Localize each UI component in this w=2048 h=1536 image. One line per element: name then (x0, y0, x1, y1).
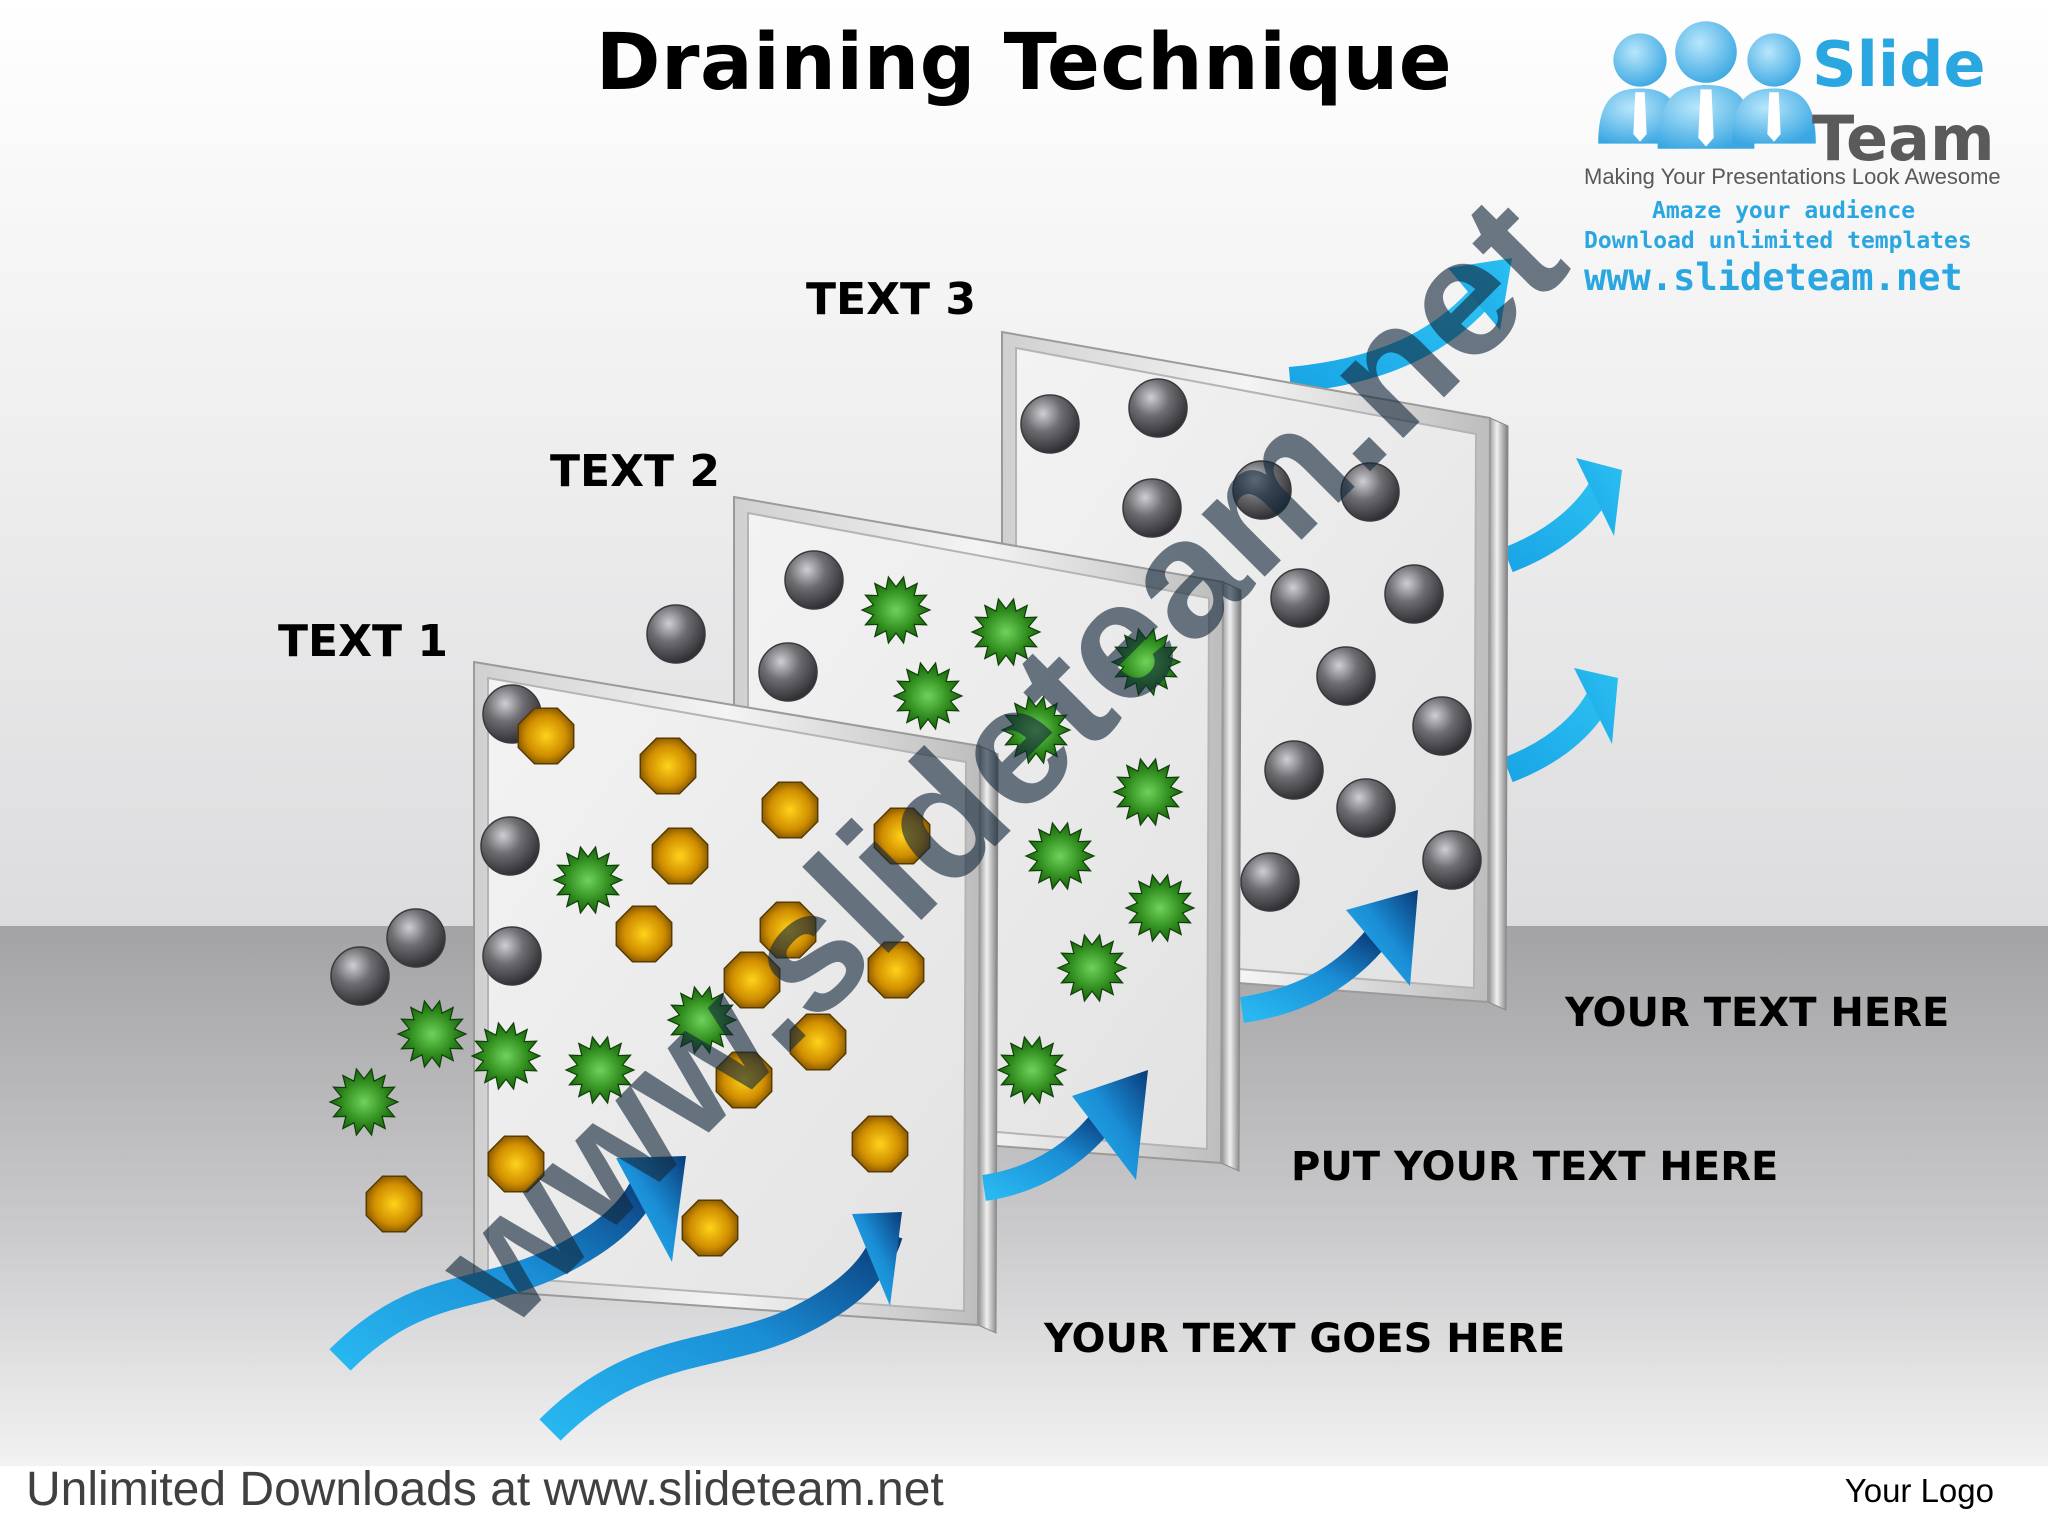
gold-octagon-particle (789, 1013, 847, 1071)
gray-ball-particle (1240, 852, 1300, 912)
gold-octagon-particle (681, 1199, 739, 1257)
logo-person-icon (1657, 21, 1755, 149)
gold-octagon-particle (487, 1135, 545, 1193)
page-title: Draining Technique (595, 18, 1453, 108)
gray-ball-particle (1128, 378, 1188, 438)
arrows-back (1288, 258, 1622, 783)
stage-label-1: TEXT 1 (278, 616, 448, 667)
caption-1: YOUR TEXT HERE (1565, 990, 1950, 1036)
green-star-particle (996, 1035, 1068, 1105)
gray-ball-particle (1270, 568, 1330, 628)
green-star-particle (970, 597, 1042, 667)
gray-ball-particle (1232, 460, 1292, 520)
gold-octagon-particle (651, 827, 709, 885)
gold-octagon-particle (639, 737, 697, 795)
gold-octagon-particle (759, 901, 817, 959)
green-star-particle (1056, 933, 1128, 1003)
flow-arrow-icon (329, 1156, 686, 1371)
gray-ball-particle (1336, 778, 1396, 838)
flow-arrow-icon (539, 1212, 903, 1441)
gray-ball-particle (482, 926, 542, 986)
gray-ball-particle (386, 908, 446, 968)
green-star-particle (1024, 821, 1096, 891)
green-star-particle (860, 575, 932, 645)
stage-label-3: TEXT 3 (806, 274, 976, 325)
caption-3: YOUR TEXT GOES HERE (1044, 1316, 1566, 1362)
gray-ball-particle (1384, 564, 1444, 624)
green-star-particle (892, 661, 964, 731)
green-star-particle (470, 1021, 542, 1091)
gold-octagon-particle (615, 905, 673, 963)
logo-person-icon (1732, 33, 1816, 144)
gray-ball-particle (1122, 478, 1182, 538)
green-star-particle (666, 985, 738, 1055)
gold-octagon-particle (723, 951, 781, 1009)
gold-octagon-particle (517, 707, 575, 765)
green-star-particle (1000, 695, 1072, 765)
green-star-particle (1110, 627, 1182, 697)
gray-ball-particle (330, 946, 390, 1006)
slideteam-people-logo-icon (1598, 21, 1816, 149)
green-star-particle (396, 999, 468, 1069)
gray-ball-particle (646, 604, 706, 664)
gold-octagon-particle (873, 807, 931, 865)
logo-promo-1: Amaze your audience (1652, 198, 1916, 224)
flow-arrow-icon (1503, 668, 1618, 783)
green-star-particle (564, 1035, 636, 1105)
flow-arrow-icon (1239, 890, 1418, 1023)
footer-logo-placeholder: Your Logo (1844, 1472, 1994, 1509)
gray-ball-particle (758, 642, 818, 702)
green-star-particle (552, 845, 624, 915)
gray-ball-particle (1422, 830, 1482, 890)
gold-octagon-particle (365, 1175, 423, 1233)
logo-name-slide: Slide (1812, 28, 1986, 101)
logo-promo-3: www.slideteam.net (1584, 256, 1963, 299)
logo-tagline: Making Your Presentations Look Awesome (1584, 164, 2001, 189)
filter-panel-1 (470, 660, 999, 1334)
logo-name-team: Team (1812, 102, 1995, 175)
flow-arrow-icon (981, 1070, 1148, 1201)
gold-octagon-particle (761, 781, 819, 839)
stage-label-2: TEXT 2 (550, 446, 720, 497)
green-star-particle (1124, 873, 1196, 943)
gray-ball-particle (1412, 696, 1472, 756)
green-star-particle (328, 1067, 400, 1137)
gray-ball-particle (1264, 740, 1324, 800)
arrows-front (329, 890, 1418, 1441)
particles-free (328, 604, 706, 1233)
gray-ball-particle (1340, 462, 1400, 522)
footer-downloads-link[interactable]: Unlimited Downloads at www.slideteam.net (26, 1463, 944, 1516)
gray-ball-particle (1316, 646, 1376, 706)
gray-ball-particle (1020, 394, 1080, 454)
caption-2: PUT YOUR TEXT HERE (1291, 1144, 1779, 1190)
gold-octagon-particle (851, 1115, 909, 1173)
logo-promo-2: Download unlimited templates (1584, 228, 1972, 254)
gold-octagon-particle (715, 1051, 773, 1109)
green-star-particle (1112, 757, 1184, 827)
filter-panels (470, 330, 1509, 1334)
gray-ball-particle (784, 550, 844, 610)
gold-octagon-particle (867, 941, 925, 999)
flow-arrow-icon (1503, 458, 1622, 573)
gray-ball-particle (480, 816, 540, 876)
flow-arrow-icon (1288, 258, 1512, 393)
